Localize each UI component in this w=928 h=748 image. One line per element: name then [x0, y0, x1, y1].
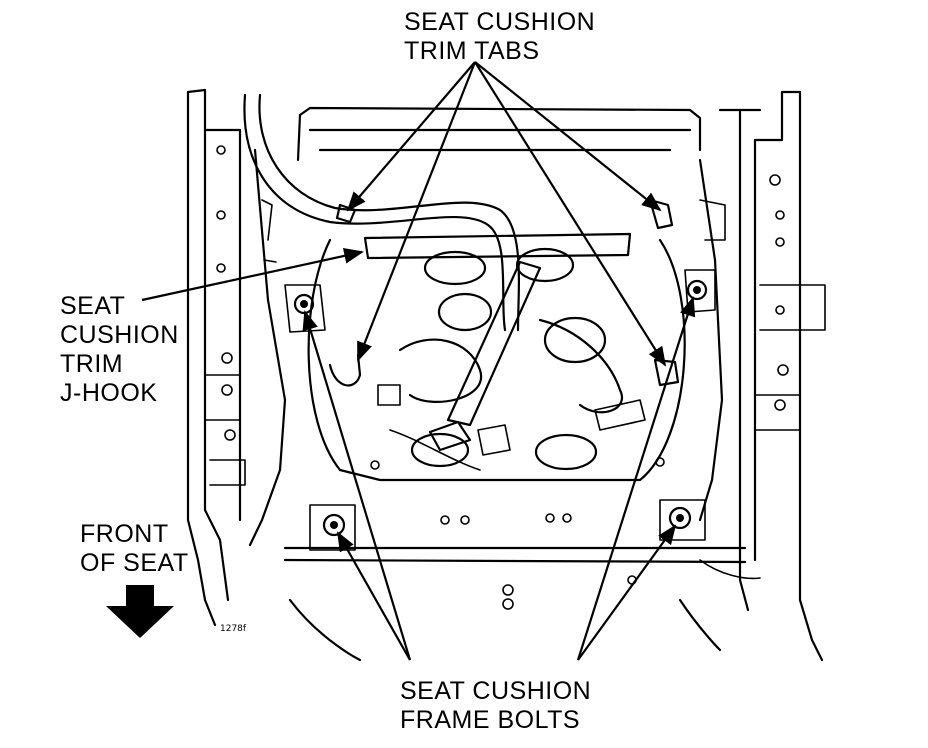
trim-tab-clips [335, 198, 680, 387]
bolt-leader-1 [302, 310, 412, 661]
j-hook-leader [141, 248, 364, 302]
trim-tab-leader-3 [474, 61, 662, 212]
front-cross-tube [283, 546, 761, 662]
bolt-leader-3 [576, 296, 696, 661]
frame-bolts-label-line-1: SEAT CUSHION [400, 677, 592, 705]
bolt-leader-4 [577, 524, 677, 661]
wire-harness [243, 93, 520, 332]
trim-tab-leader-2 [356, 61, 477, 362]
trim-tab-leader-4 [474, 61, 667, 367]
frame-bolts [284, 269, 716, 551]
bolt-leader-2 [337, 531, 411, 661]
center-strap [377, 260, 646, 471]
j-hook-label-line-3: TRIM [60, 350, 124, 378]
trim-tabs-label-line-1: SEAT CUSHION [404, 8, 596, 36]
j-hook-label-line-1: SEAT [60, 292, 126, 320]
trim-tab-leader-1 [346, 61, 476, 212]
j-hook-label-line-2: CUSHION [60, 321, 179, 349]
trim-tabs-label: SEAT CUSHION TRIM TABS [404, 8, 595, 66]
down-arrow-icon [106, 585, 174, 638]
front-label-line-2: OF SEAT [80, 549, 189, 577]
trim-tabs-label-line-2: TRIM TABS [404, 37, 540, 65]
front-label-line-1: FRONT [80, 520, 169, 548]
j-hook-label: SEAT CUSHION TRIM J-HOOK [60, 292, 179, 408]
leader-lines [141, 61, 696, 661]
front-of-seat-label: FRONT OF SEAT [80, 520, 189, 578]
frame-bolts-label-line-2: FRAME BOLTS [400, 706, 581, 734]
figure-id: 1278f [220, 624, 247, 634]
right-side-rail [698, 90, 826, 662]
j-hook-part [328, 353, 362, 387]
rear-cross-member [296, 106, 702, 260]
j-hook-label-line-4: J-HOOK [60, 379, 158, 407]
left-side-rail [186, 88, 287, 627]
frame-bolts-label: SEAT CUSHION FRAME BOLTS [400, 677, 591, 735]
